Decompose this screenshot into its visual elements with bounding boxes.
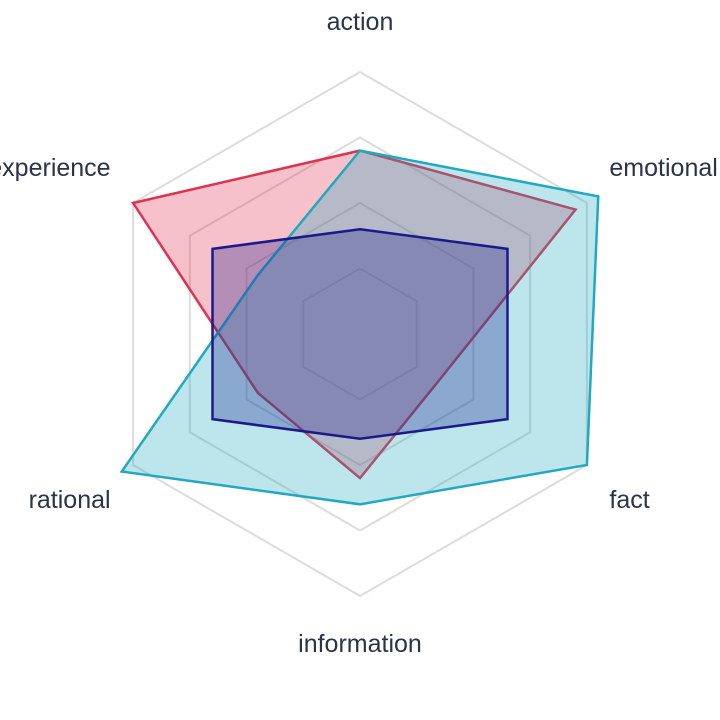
series-layer: [119, 149, 600, 506]
grid-ring-3: [188, 136, 532, 532]
axis-label-fact: fact: [609, 486, 649, 514]
axis-label-layer: action emotional fact information rational ex…: [0, 8, 718, 658]
axis-label-rational: rational: [29, 486, 111, 514]
grid-ring-2: [245, 201, 475, 467]
axis-label-information: information: [298, 630, 422, 658]
axis-label-emotional: emotional: [609, 154, 717, 182]
axis-label-experience: experience: [0, 154, 111, 182]
series-3-area: [211, 227, 509, 441]
axis-label-action: action: [327, 8, 394, 36]
series-2-area: [119, 149, 600, 506]
grid-ring-1: [302, 267, 418, 401]
series-1-area: [131, 149, 578, 480]
